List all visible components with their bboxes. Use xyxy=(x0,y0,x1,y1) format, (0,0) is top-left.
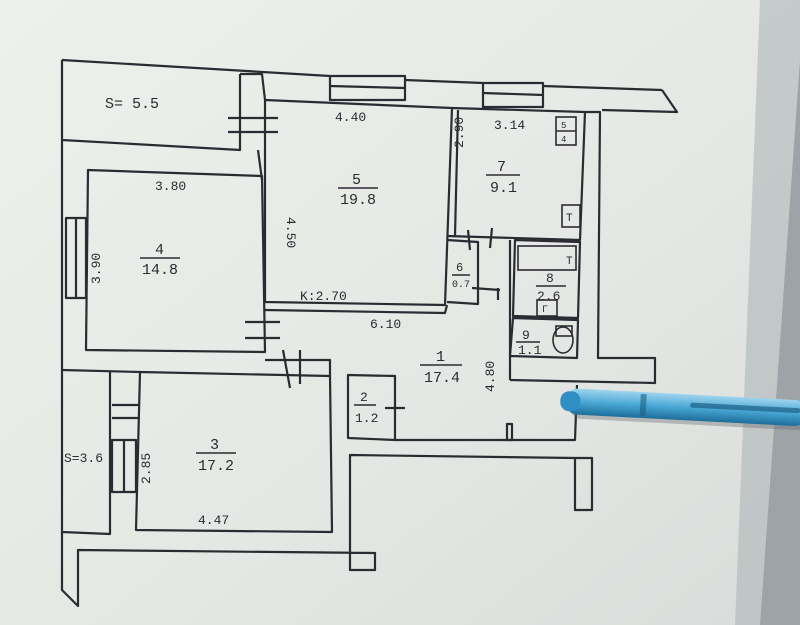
room-1-area: 17.4 xyxy=(424,370,460,387)
dim-610: 6.10 xyxy=(370,317,401,332)
room-8-area: 2.6 xyxy=(537,289,560,304)
bath-sink xyxy=(536,299,558,317)
room-4-number: 4 xyxy=(155,242,164,259)
outer-wall-top xyxy=(61,58,663,92)
corridor-top xyxy=(264,304,449,315)
paper-shadow-edge xyxy=(735,0,800,625)
fixtures: 5 4 T T Γ xyxy=(517,116,581,354)
balcony-top-area: S= 5.5 xyxy=(105,96,159,113)
room-5-number: 5 xyxy=(352,172,361,189)
dim-314: 3.14 xyxy=(494,118,525,133)
room-6-number: 6 xyxy=(456,261,463,275)
outer-wall-top-right xyxy=(601,89,679,114)
dim-447: 4.47 xyxy=(198,513,229,528)
dim-390: 3.90 xyxy=(89,253,104,284)
room-7-walls xyxy=(446,106,587,242)
balcony-top-door xyxy=(228,116,278,134)
bath-sink-label: Γ xyxy=(542,305,548,316)
dim-k270: K:2.70 xyxy=(300,289,347,304)
room-7-inner xyxy=(453,109,460,237)
kitchen-sink-label: T xyxy=(566,213,573,225)
dim-285: 2.85 xyxy=(139,453,154,484)
bathtub xyxy=(517,245,577,271)
balcony-left-outline xyxy=(60,370,112,536)
dim-480: 4.80 xyxy=(483,361,498,392)
room-3-number: 3 xyxy=(210,437,219,454)
room-5-outer xyxy=(240,72,267,101)
stove-label-a: 5 xyxy=(561,121,566,131)
balcony-left-area: S=3.6 xyxy=(64,451,103,466)
room-3-outer-left xyxy=(61,368,141,374)
room-9-number: 9 xyxy=(522,328,530,343)
room-7-area: 9.1 xyxy=(490,180,517,197)
room-2-number: 2 xyxy=(360,390,368,405)
entrance-post xyxy=(505,422,514,442)
room-3-area: 17.2 xyxy=(198,458,234,475)
pen-band xyxy=(639,393,647,417)
outer-wall-bottom xyxy=(60,453,594,608)
dim-380: 3.80 xyxy=(155,179,186,194)
balcony-left-marks xyxy=(112,403,140,420)
labels: S= 5.5 S=3.6 5 19.8 7 9.1 4 14.8 8 2.6 9… xyxy=(64,96,560,528)
bathroom-8-walls xyxy=(511,238,582,320)
room-3-walls xyxy=(134,370,334,534)
room-9-area: 1.1 xyxy=(518,343,542,358)
pen-clip xyxy=(690,402,800,414)
dim-290: 2.90 xyxy=(452,117,467,148)
dim-440: 4.40 xyxy=(335,110,366,125)
kitchen-sink xyxy=(561,204,581,228)
room-5-walls xyxy=(263,98,454,307)
pantry-6-walls xyxy=(446,238,480,306)
room-2-area: 1.2 xyxy=(355,411,378,426)
toilet xyxy=(552,326,574,354)
pen-body xyxy=(566,388,800,427)
window-top-1-sash xyxy=(329,84,406,90)
dim-450: 4.50 xyxy=(283,217,298,248)
pen-cap-end xyxy=(560,391,581,412)
bathtub-label: T xyxy=(566,256,573,268)
walls xyxy=(60,58,679,608)
corridor-bottom xyxy=(265,358,332,376)
pen xyxy=(560,388,800,431)
toilet-tank xyxy=(555,325,573,337)
stove-label-b: 4 xyxy=(561,135,566,145)
east-wall xyxy=(509,110,657,385)
room-8-number: 8 xyxy=(546,271,554,286)
door-ticks xyxy=(245,149,501,389)
room-6-area: 0.7 xyxy=(452,280,470,291)
window-top-2-sash xyxy=(482,91,544,97)
room-5-area: 19.8 xyxy=(340,192,376,209)
balcony-top-outline xyxy=(60,60,242,152)
fraction-bars xyxy=(140,174,566,454)
room-4-area: 14.8 xyxy=(142,262,178,279)
room-7-number: 7 xyxy=(497,159,506,176)
room-1-number: 1 xyxy=(436,349,445,366)
